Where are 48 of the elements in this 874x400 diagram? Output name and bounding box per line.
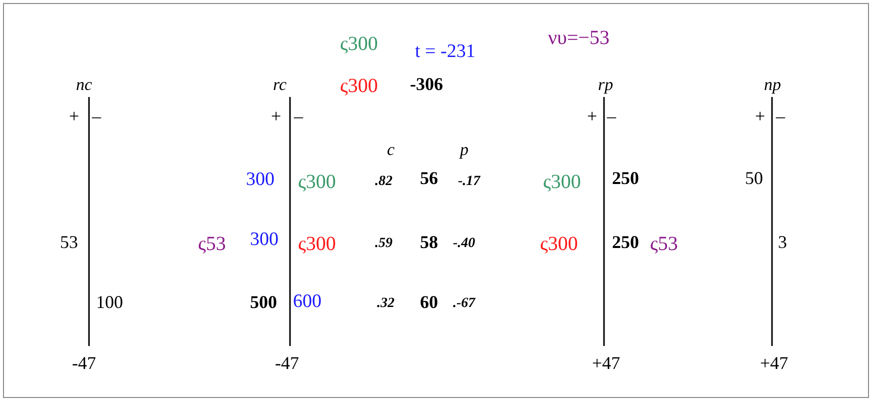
value-label: + bbox=[587, 105, 598, 128]
value-label: – bbox=[92, 105, 101, 128]
value-label: ς53 bbox=[198, 232, 226, 256]
value-label: – bbox=[776, 105, 785, 128]
value-label: 250 bbox=[612, 231, 639, 254]
value-label: ς300 bbox=[543, 170, 581, 194]
value-label: t = -231 bbox=[415, 40, 476, 64]
value-label: 300 bbox=[250, 228, 278, 252]
value-label: + bbox=[271, 105, 282, 128]
value-label: 56 bbox=[420, 167, 438, 190]
value-label: – bbox=[607, 105, 616, 128]
value-label: np bbox=[764, 74, 781, 96]
value-label: 500 bbox=[250, 291, 277, 314]
value-label: 100 bbox=[96, 291, 123, 314]
value-label: ς300 bbox=[340, 74, 378, 98]
value-label: ς300 bbox=[540, 232, 578, 256]
value-label: .59 bbox=[375, 235, 392, 253]
value-label: .32 bbox=[377, 295, 394, 313]
value-label: nc bbox=[76, 74, 92, 96]
value-label: 250 bbox=[612, 167, 639, 190]
value-label: .82 bbox=[375, 173, 392, 191]
value-label: + bbox=[755, 105, 766, 128]
value-label: -47 bbox=[72, 352, 96, 375]
value-label: ς300 bbox=[298, 170, 336, 194]
value-label: 300 bbox=[246, 168, 274, 192]
value-label: -306 bbox=[410, 73, 443, 96]
value-label: νυ=−53 bbox=[548, 26, 610, 50]
value-label: 50 bbox=[745, 167, 763, 190]
value-label: +47 bbox=[760, 352, 788, 375]
value-label: rc bbox=[273, 74, 287, 96]
value-label: -.17 bbox=[458, 173, 480, 191]
value-label: 600 bbox=[293, 290, 322, 314]
value-label: ς300 bbox=[298, 232, 336, 256]
value-label: -47 bbox=[275, 352, 299, 375]
value-label: + bbox=[69, 105, 80, 128]
value-label: c bbox=[387, 139, 395, 161]
value-label: ς300 bbox=[340, 32, 378, 56]
value-label: – bbox=[294, 105, 303, 128]
value-label: 58 bbox=[420, 231, 438, 254]
value-label: rp bbox=[598, 74, 614, 96]
value-label: .-67 bbox=[453, 295, 476, 313]
value-label: 53 bbox=[60, 231, 78, 254]
value-label: 3 bbox=[778, 231, 787, 254]
value-label: +47 bbox=[592, 352, 620, 375]
value-label: 60 bbox=[420, 291, 438, 314]
value-label: ς53 bbox=[650, 232, 678, 256]
value-label: -.40 bbox=[453, 235, 476, 253]
value-label: p bbox=[460, 139, 468, 161]
